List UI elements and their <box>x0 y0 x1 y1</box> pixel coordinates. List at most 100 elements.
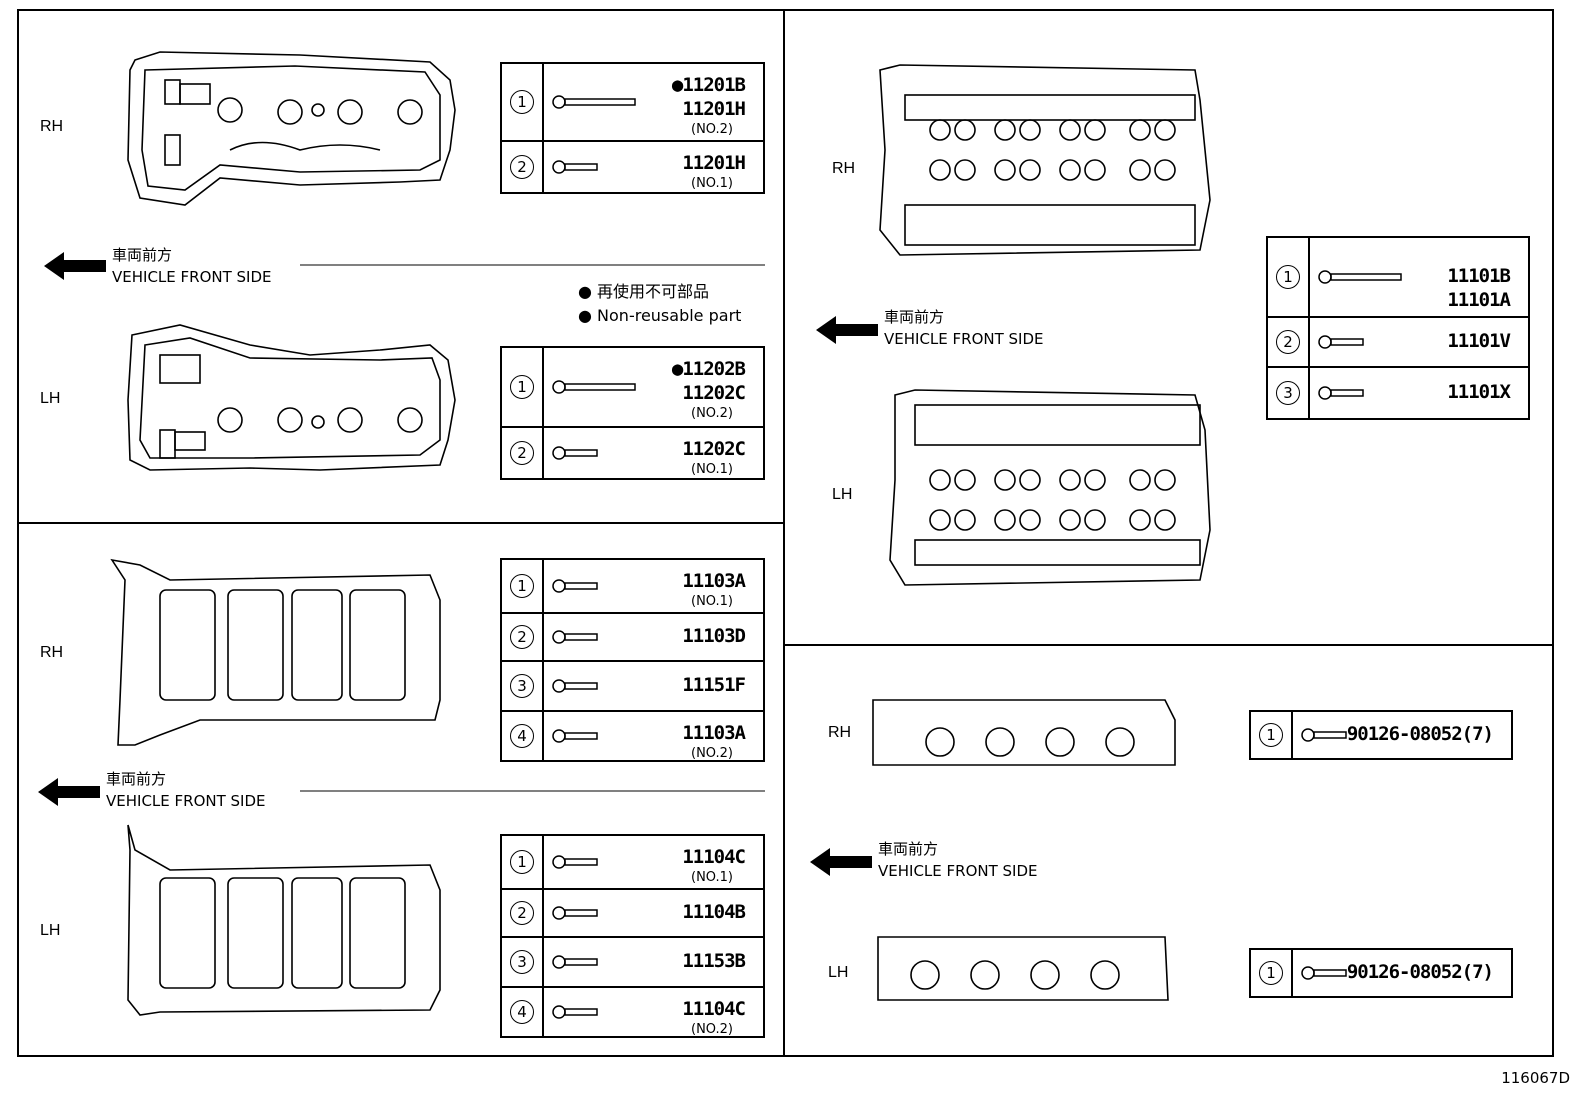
bullet-icon: ● <box>578 306 598 325</box>
bolt-row: 3 11153B <box>500 936 765 988</box>
item-number: 1 <box>510 850 534 874</box>
part-number: 11202C <box>682 382 746 404</box>
item-number: 3 <box>1276 381 1300 405</box>
item-number: 4 <box>510 724 534 748</box>
rh-label-cover: RH <box>40 118 64 135</box>
bolt-icon <box>552 1004 604 1024</box>
bolt-icon <box>552 954 604 974</box>
bolt-icon <box>552 159 604 179</box>
part-qualifier: (NO.1) <box>691 594 733 609</box>
rh-label-head: RH <box>832 160 856 177</box>
cam-housing-lh-drawing <box>127 824 441 1016</box>
cylinder-head-lh-drawing <box>889 389 1211 586</box>
item-number: 2 <box>510 155 534 179</box>
front-arrow-icon <box>816 316 878 344</box>
part-number: 11151F <box>682 674 746 696</box>
item-number: 2 <box>1276 330 1300 354</box>
part-number: 11101A <box>1447 289 1511 311</box>
drawing-id: 116067D <box>1501 1069 1570 1087</box>
part-number: 11103D <box>682 625 746 647</box>
part-number: 11201H <box>682 98 746 120</box>
part-number: 90126-08052(7) <box>1346 723 1494 745</box>
bolt-row: 2 11202C (NO.1) <box>500 426 765 480</box>
bolt-row: 2 11201H (NO.1) <box>500 140 765 194</box>
item-number: 1 <box>1259 723 1283 747</box>
part-qualifier: (NO.2) <box>691 122 733 137</box>
part-number: ●11201B <box>671 74 746 96</box>
part-number: 11103A <box>682 570 746 592</box>
bolt-icon <box>1301 727 1353 747</box>
bolt-icon <box>1318 334 1370 354</box>
part-number: 11202C <box>682 438 746 460</box>
bolt-row: 1 90126-08052(7) <box>1249 948 1513 998</box>
lh-label-manifold: LH <box>828 964 849 981</box>
non-reusable-legend: ● 再使用不可部品 ● Non-reusable part <box>578 282 742 325</box>
item-number: 3 <box>510 950 534 974</box>
part-number: 11153B <box>682 950 746 972</box>
front-arrow-icon <box>44 252 106 280</box>
item-number: 1 <box>510 574 534 598</box>
item-number: 1 <box>510 90 534 114</box>
part-number: 11101B <box>1447 265 1511 287</box>
bolt-row: 2 11104B <box>500 888 765 938</box>
bolt-icon <box>552 629 604 649</box>
bullet-icon: ● <box>578 282 598 301</box>
bolt-table-manifold-lh: 1 90126-08052(7) <box>1249 948 1513 998</box>
item-number: 2 <box>510 625 534 649</box>
manifold-side-rh-drawing <box>872 699 1176 766</box>
part-qualifier: (NO.1) <box>691 176 733 191</box>
manifold-side-lh-drawing <box>877 936 1169 1001</box>
bolt-icon <box>552 854 604 874</box>
front-arrow-icon <box>810 848 872 876</box>
item-number: 1 <box>1259 961 1283 985</box>
lh-label-cover: LH <box>40 390 61 407</box>
part-number: 11103A <box>682 722 746 744</box>
rh-label-housing: RH <box>40 644 64 661</box>
bolt-icon <box>552 728 604 748</box>
item-number: 1 <box>1276 265 1300 289</box>
bolt-icon <box>552 905 604 925</box>
part-qualifier: (NO.2) <box>691 406 733 421</box>
bolt-icon <box>552 379 642 399</box>
bolt-icon <box>552 578 604 598</box>
part-number: 11104C <box>682 998 746 1020</box>
cam-housing-rh-drawing <box>110 558 441 746</box>
part-number: 11104C <box>682 846 746 868</box>
front-arrow-icon <box>38 778 100 806</box>
part-number: 90126-08052(7) <box>1346 961 1494 983</box>
bolt-icon <box>552 445 604 465</box>
part-qualifier: (NO.1) <box>691 462 733 477</box>
part-qualifier: (NO.1) <box>691 870 733 885</box>
part-qualifier: (NO.2) <box>691 746 733 761</box>
item-number: 1 <box>510 375 534 399</box>
lh-label-head: LH <box>832 486 853 503</box>
item-number: 3 <box>510 674 534 698</box>
bolt-icon <box>1318 269 1408 289</box>
item-number: 2 <box>510 441 534 465</box>
bolt-icon <box>1301 965 1353 985</box>
cylinder-head-rh-drawing <box>879 64 1211 256</box>
bolt-icon <box>1318 385 1370 405</box>
lh-label-housing: LH <box>40 922 61 939</box>
part-number: 11201H <box>682 152 746 174</box>
bolt-table-housing-rh: 1 11103A (NO.1) 2 11103D 3 11151F 4 11103A (NO.2) <box>500 558 765 762</box>
bolt-row: 1 11104C (NO.1) <box>500 834 765 890</box>
item-number: 2 <box>510 901 534 925</box>
part-number: 11104B <box>682 901 746 923</box>
bolt-row: 2 11103D <box>500 612 765 662</box>
